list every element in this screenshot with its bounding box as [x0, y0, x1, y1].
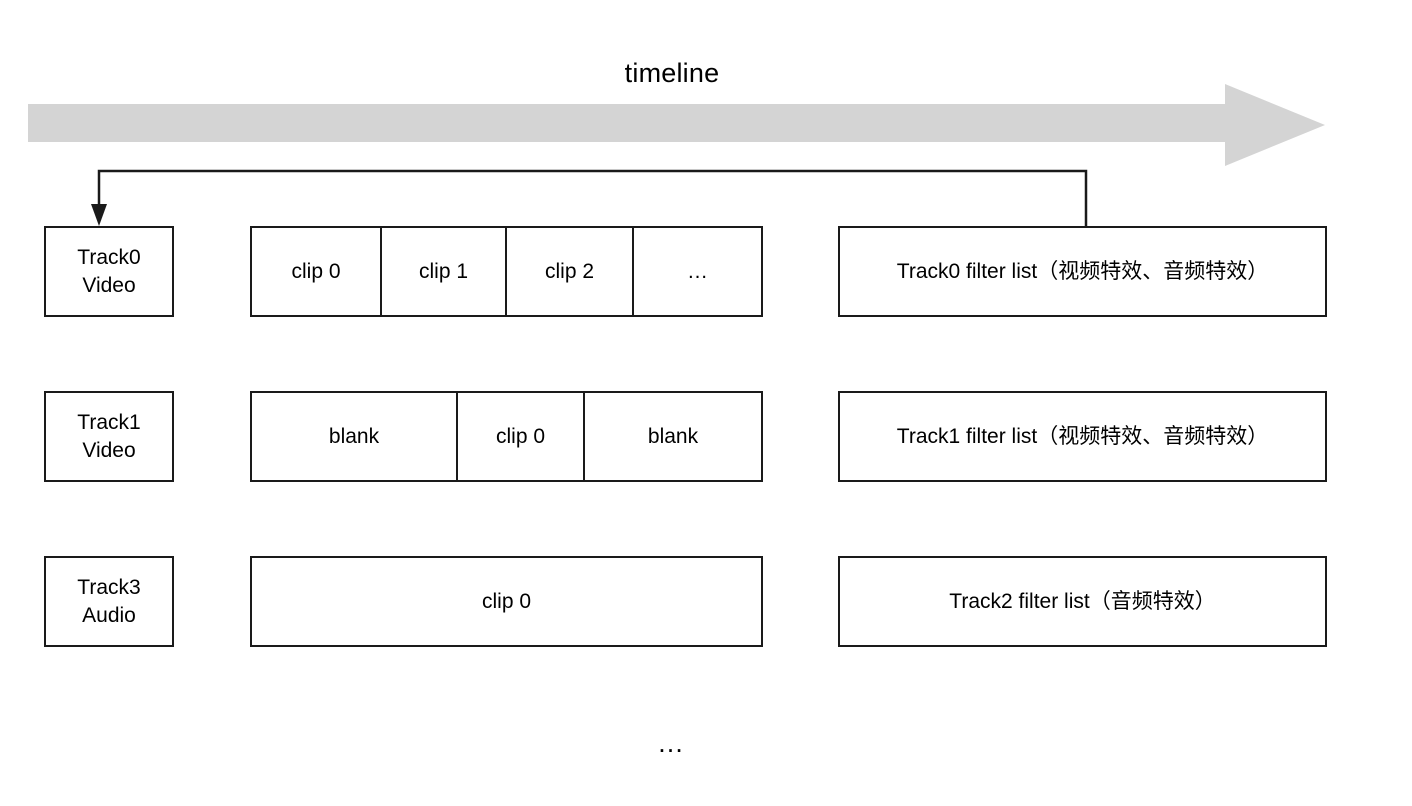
more-tracks-ellipsis: …	[657, 728, 686, 758]
clip-cell[interactable]: clip 2	[507, 228, 634, 315]
filter-list-box-0[interactable]: Track0 filter list（视频特效、音频特效）	[838, 226, 1327, 317]
filter-list-box-2[interactable]: Track2 filter list（音频特效）	[838, 556, 1327, 647]
clip-cell-blank[interactable]: blank	[647, 424, 699, 448]
clip-cell[interactable]: clip 0	[458, 393, 585, 480]
filter-list-box-1[interactable]: Track1 filter list（视频特效、音频特效）	[838, 391, 1327, 482]
clip-strip-1: blank clip 0 blank	[250, 391, 763, 482]
clip-strip-0: clip 0 clip 1 clip 2 …	[250, 226, 763, 317]
track-label-2[interactable]: Track3 Audio	[44, 556, 174, 647]
track0-connector-arrow-icon	[91, 169, 1088, 226]
timeline-arrow-icon	[28, 84, 1325, 166]
clip-cell-ellipsis[interactable]: …	[687, 259, 708, 283]
track-label-1[interactable]: Track1 Video	[44, 391, 174, 482]
clip-cell[interactable]: clip 1	[382, 228, 507, 315]
clip-strip-2: clip 0	[250, 556, 763, 647]
clip-cell[interactable]: clip 0	[252, 228, 382, 315]
timeline-title: timeline	[624, 58, 720, 88]
track-label-0[interactable]: Track0 Video	[44, 226, 174, 317]
clip-cell-blank[interactable]: blank	[252, 393, 458, 480]
clip-cell[interactable]: clip 0	[481, 589, 532, 613]
